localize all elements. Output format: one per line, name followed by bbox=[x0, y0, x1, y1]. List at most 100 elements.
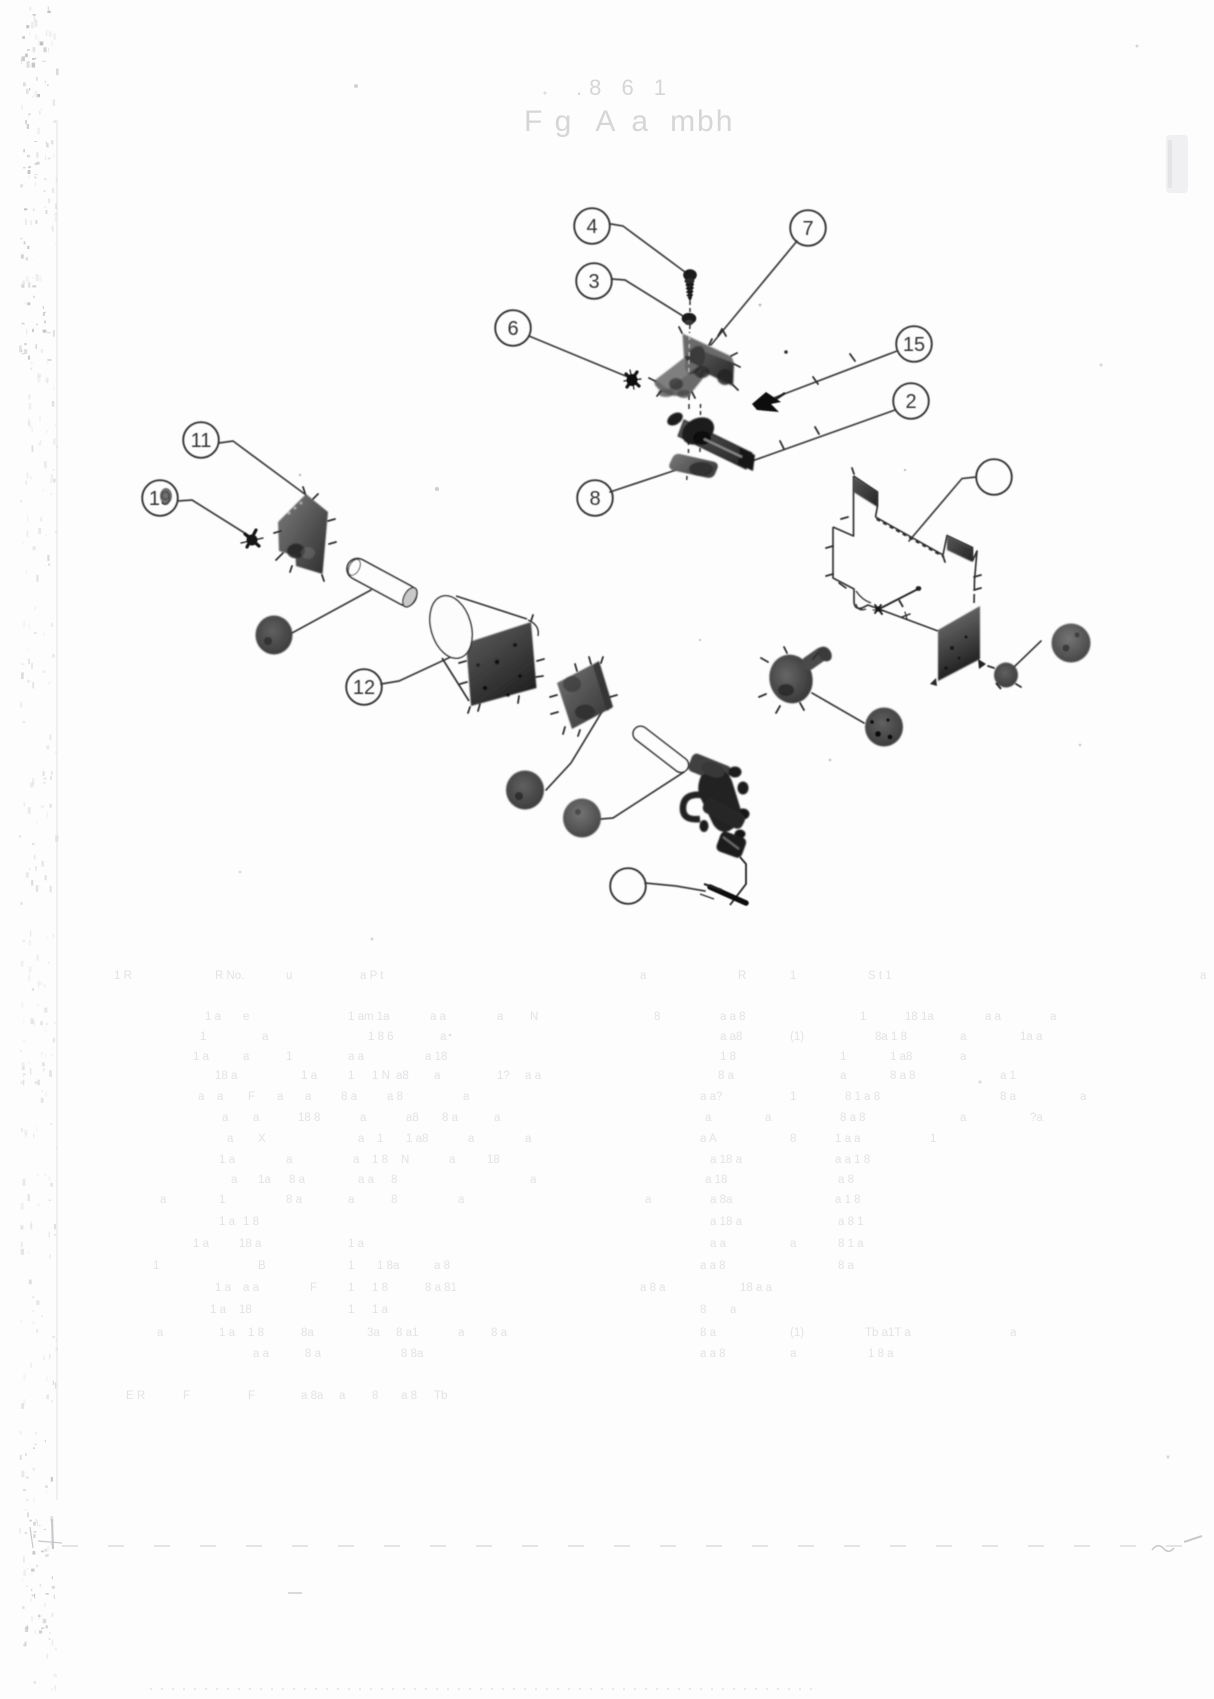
svg-text:1: 1 bbox=[930, 1133, 936, 1145]
svg-text:8: 8 bbox=[790, 1133, 796, 1145]
svg-text:1 8: 1 8 bbox=[720, 1051, 736, 1063]
svg-text:a a: a a bbox=[348, 1051, 365, 1063]
svg-text:a: a bbox=[960, 1031, 967, 1043]
svg-text:a: a bbox=[1010, 1327, 1017, 1339]
svg-text:a 8: a 8 bbox=[838, 1174, 854, 1186]
svg-text:N: N bbox=[401, 1154, 409, 1166]
svg-text:a: a bbox=[1080, 1091, 1087, 1103]
svg-text:8 a: 8 a bbox=[491, 1327, 508, 1339]
svg-text:a a: a a bbox=[710, 1238, 727, 1250]
svg-text:a a 8: a a 8 bbox=[720, 1011, 746, 1023]
svg-text:a: a bbox=[449, 1154, 456, 1166]
svg-text:1 a8: 1 a8 bbox=[406, 1133, 428, 1145]
svg-text:18 1a: 18 1a bbox=[905, 1011, 934, 1023]
svg-text:a: a bbox=[494, 1112, 501, 1124]
svg-text:8: 8 bbox=[391, 1194, 397, 1206]
svg-text:a: a bbox=[1200, 970, 1207, 982]
svg-text:a 1 8: a 1 8 bbox=[835, 1194, 861, 1206]
svg-text:a: a bbox=[468, 1133, 475, 1145]
svg-text:a: a bbox=[222, 1112, 229, 1124]
svg-text:a: a bbox=[227, 1133, 234, 1145]
svg-text:a8: a8 bbox=[396, 1070, 409, 1082]
svg-text:a: a bbox=[458, 1327, 465, 1339]
svg-text:1 8: 1 8 bbox=[248, 1327, 264, 1339]
svg-text:a: a bbox=[434, 1070, 441, 1082]
svg-text:1 a: 1 a bbox=[219, 1154, 236, 1166]
svg-text:1: 1 bbox=[840, 1051, 846, 1063]
svg-text:18 a: 18 a bbox=[239, 1238, 262, 1250]
svg-text:E R: E R bbox=[126, 1390, 145, 1402]
svg-text:12: 12 bbox=[353, 677, 375, 699]
svg-text:8 a: 8 a bbox=[305, 1348, 322, 1360]
svg-text:8 a: 8 a bbox=[341, 1091, 358, 1103]
svg-text:a: a bbox=[530, 1174, 537, 1186]
svg-text:18: 18 bbox=[487, 1154, 500, 1166]
svg-text:a: a bbox=[262, 1031, 269, 1043]
svg-text:F: F bbox=[183, 1390, 190, 1402]
svg-text:a: a bbox=[790, 1238, 797, 1250]
svg-text:a 8a: a 8a bbox=[710, 1194, 733, 1206]
svg-text:1: 1 bbox=[348, 1070, 354, 1082]
svg-text:a P t: a P t bbox=[360, 970, 384, 982]
svg-text:F: F bbox=[310, 1282, 317, 1294]
svg-text:F: F bbox=[248, 1390, 255, 1402]
svg-text:1 a: 1 a bbox=[372, 1304, 389, 1316]
svg-text:a: a bbox=[525, 1133, 532, 1145]
svg-text:a: a bbox=[231, 1174, 238, 1186]
svg-text:6: 6 bbox=[507, 318, 518, 340]
svg-text:1 8: 1 8 bbox=[372, 1282, 388, 1294]
svg-text:a 18: a 18 bbox=[425, 1051, 447, 1063]
svg-text:a: a bbox=[160, 1194, 167, 1206]
svg-text:11: 11 bbox=[191, 430, 212, 452]
svg-text:(1): (1) bbox=[790, 1031, 804, 1043]
svg-text:a a 8: a a 8 bbox=[700, 1348, 726, 1360]
svg-text:a: a bbox=[286, 1154, 293, 1166]
svg-text:1: 1 bbox=[790, 1091, 796, 1103]
svg-text:4: 4 bbox=[586, 216, 597, 238]
svg-text:F: F bbox=[248, 1091, 255, 1103]
svg-text:18 8: 18 8 bbox=[298, 1112, 320, 1124]
svg-text:8 a: 8 a bbox=[718, 1070, 735, 1082]
svg-text:1 a: 1 a bbox=[219, 1216, 236, 1228]
svg-text:8 a1: 8 a1 bbox=[396, 1327, 418, 1339]
svg-text:a: a bbox=[305, 1091, 312, 1103]
svg-text:a: a bbox=[253, 1112, 260, 1124]
svg-text:3: 3 bbox=[588, 271, 599, 293]
svg-text:a: a bbox=[1050, 1011, 1057, 1023]
svg-text:1 8: 1 8 bbox=[243, 1216, 259, 1228]
svg-text:1: 1 bbox=[348, 1260, 354, 1272]
svg-text:a a: a a bbox=[985, 1011, 1002, 1023]
svg-text:18 a: 18 a bbox=[215, 1070, 238, 1082]
svg-text:1 a: 1 a bbox=[210, 1304, 227, 1316]
svg-text:1 8: 1 8 bbox=[372, 1154, 388, 1166]
svg-text:?a: ?a bbox=[1030, 1112, 1043, 1124]
svg-text:18: 18 bbox=[239, 1304, 252, 1316]
svg-text:8 a 81: 8 a 81 bbox=[425, 1282, 457, 1294]
svg-text:a 8 a: a 8 a bbox=[640, 1282, 666, 1294]
svg-text:1 a: 1 a bbox=[193, 1238, 210, 1250]
svg-text:2: 2 bbox=[905, 391, 916, 413]
svg-text:8: 8 bbox=[589, 488, 600, 510]
svg-text:8 a: 8 a bbox=[289, 1174, 306, 1186]
svg-text:a: a bbox=[157, 1327, 164, 1339]
svg-text:a 8a: a 8a bbox=[301, 1390, 324, 1402]
svg-text:1: 1 bbox=[348, 1304, 354, 1316]
svg-text:a a 8: a a 8 bbox=[700, 1260, 726, 1272]
svg-text:a8: a8 bbox=[406, 1112, 419, 1124]
svg-text:1 8 6: 1 8 6 bbox=[368, 1031, 394, 1043]
svg-text:a a 1 8: a a 1 8 bbox=[835, 1154, 870, 1166]
svg-text:8: 8 bbox=[654, 1011, 660, 1023]
svg-text:1 a: 1 a bbox=[348, 1238, 365, 1250]
svg-text:.8 6 1: .8 6 1 bbox=[576, 75, 673, 100]
svg-text:8 8a: 8 8a bbox=[401, 1348, 424, 1360]
svg-text:a 1: a 1 bbox=[1000, 1070, 1016, 1082]
svg-text:R: R bbox=[738, 970, 746, 982]
svg-text:a: a bbox=[463, 1091, 470, 1103]
svg-text:a: a bbox=[440, 1031, 447, 1043]
svg-text:a a: a a bbox=[430, 1011, 447, 1023]
svg-text:1: 1 bbox=[348, 1282, 354, 1294]
svg-text:a 8: a 8 bbox=[434, 1260, 450, 1272]
svg-text:1 am 1a: 1 am 1a bbox=[348, 1011, 390, 1023]
svg-text:1 8a: 1 8a bbox=[377, 1260, 400, 1272]
